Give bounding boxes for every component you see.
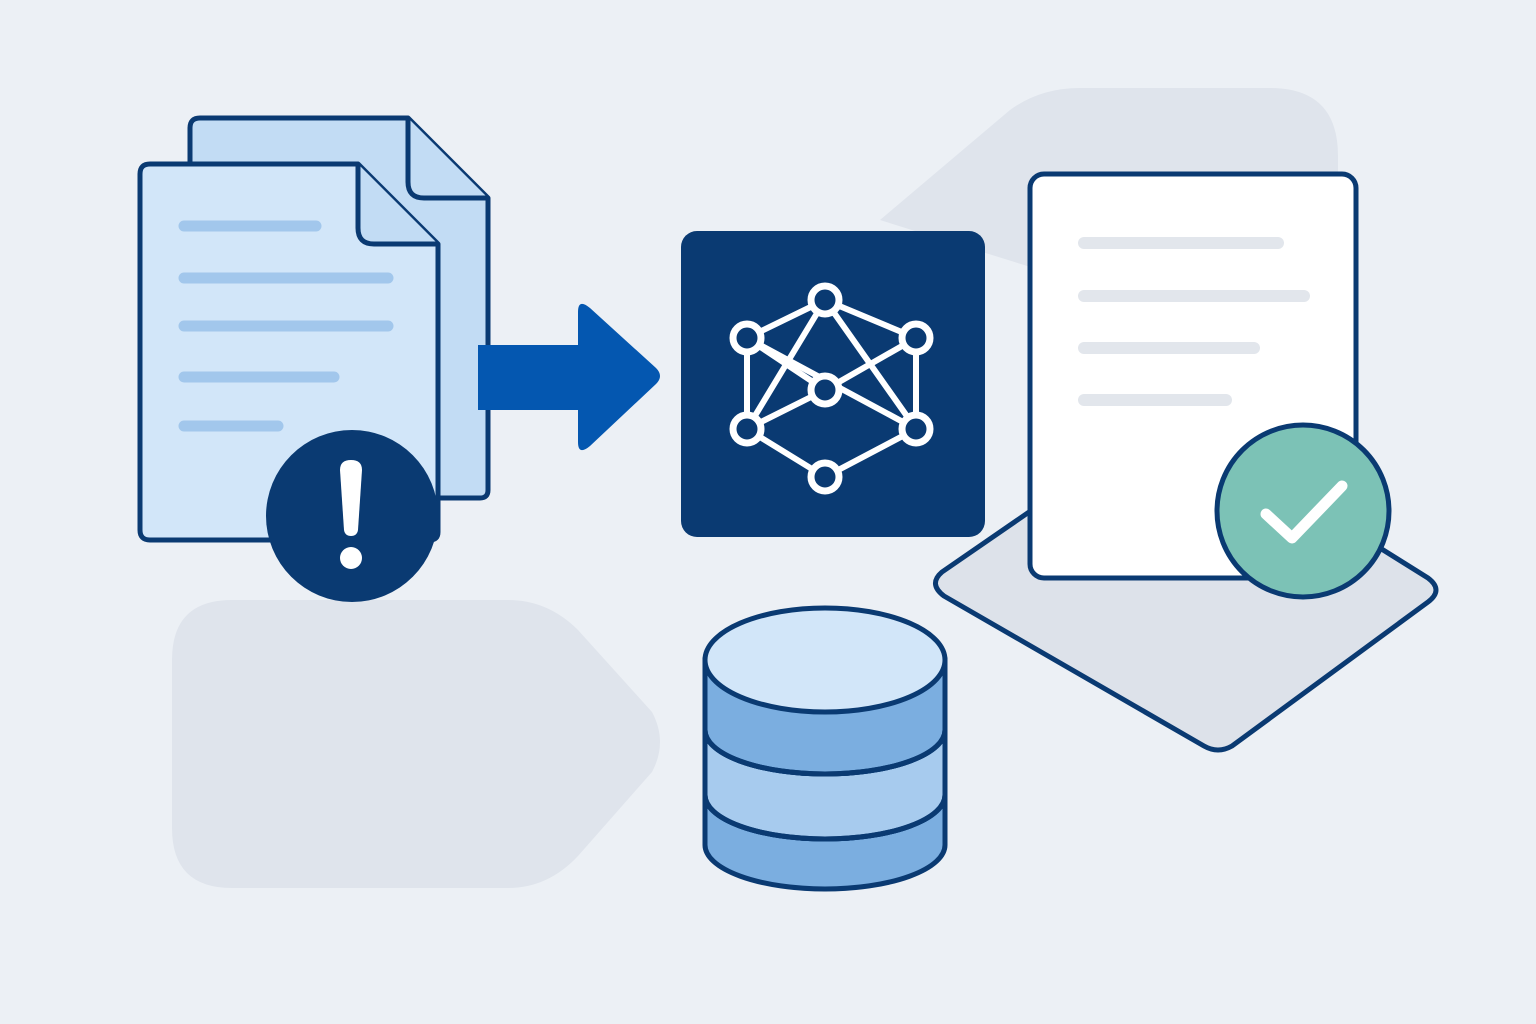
graph-nodes: [729, 282, 934, 495]
network-graph-icon: [681, 231, 985, 537]
stacked-documents-icon: [137, 115, 491, 602]
graph-node: [729, 411, 765, 447]
graph-node: [898, 320, 934, 356]
db-rim: [702, 794, 948, 842]
graph-node: [807, 282, 843, 318]
exclamation-bar: [340, 460, 362, 536]
front-page-fold: [355, 164, 438, 247]
graph-node: [807, 372, 843, 408]
graph-node: [898, 411, 934, 447]
success-badge: [1214, 422, 1392, 600]
back-page-fold: [405, 118, 488, 201]
checkmark-icon: [1214, 422, 1392, 600]
input-text-lines: [178, 220, 394, 432]
ghost-shape-lower: [172, 600, 660, 888]
right-arrow-icon: [478, 303, 660, 451]
graph-node: [807, 459, 843, 495]
database-icon: [702, 605, 948, 892]
output-text-lines: [1078, 237, 1310, 406]
checkmark: [1260, 480, 1348, 544]
db-rim: [702, 729, 948, 777]
graph-node: [729, 320, 765, 356]
db-lid: [702, 605, 948, 715]
exclamation-icon: [266, 430, 438, 602]
exclamation-dot: [340, 547, 362, 569]
